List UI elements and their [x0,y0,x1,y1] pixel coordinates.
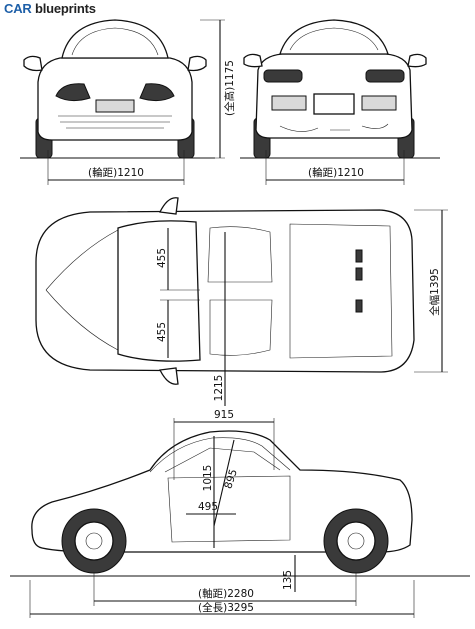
front-body [37,57,193,141]
front-windscreen [61,19,169,59]
rear-right-lamp [365,69,405,83]
top-seat-upper [207,226,273,283]
top-vent-2 [355,267,363,281]
front-right-mirror [187,55,207,72]
brand-logo: CAR blueprints [4,1,96,16]
top-view: 455 455 1215 全幅1395 [35,197,448,406]
rear-left-lamp [263,69,303,83]
side-seat-length: 495 [198,501,218,513]
top-vent-1 [355,249,363,263]
rear-view: (輪距)1210 [240,19,440,185]
side-ground-clearance: 135 [282,570,294,590]
side-wheelbase-label: (軸距)2280 [198,587,254,600]
side-length-label: (全長)3295 [198,601,254,614]
top-seat-width-upper: 455 [156,248,168,268]
rear-left-mirror [243,53,263,68]
top-windscreen [117,220,201,362]
top-upper-mirror [159,197,179,215]
brand-logo-blueprints: blueprints [35,1,96,16]
side-seat-height: 895 [222,468,240,491]
side-cabin-length: 915 [214,409,234,421]
brand-logo-car: CAR [4,1,32,16]
rear-right-light-cluster [361,95,397,111]
front-left-headlight [55,83,91,102]
front-view: (輪距)1210 (全高)1175 [20,19,236,185]
side-door [167,475,291,543]
top-lower-mirror [159,367,179,385]
front-right-headlight [139,83,175,102]
rear-right-mirror [407,53,427,68]
rear-roof [279,19,389,55]
rear-track-label: (輪距)1210 [308,166,364,179]
front-left-mirror [23,55,43,72]
front-plate [95,99,135,113]
front-height-label: (全高)1175 [223,60,236,116]
rear-left-light-cluster [271,95,307,111]
side-cabin-height: 1015 [202,465,214,492]
top-vent-3 [355,299,363,313]
top-width-label: 全幅1395 [428,268,441,316]
front-track-label: (輪距)1210 [88,166,144,179]
top-seat-lower [209,299,273,356]
top-seat-offset-label: 1215 [213,375,225,402]
rear-plate [313,93,355,115]
top-seat-width-lower: 455 [156,322,168,342]
side-view: 915 1015 895 495 135 (軸距)2280 (全長)3295 [10,409,470,618]
